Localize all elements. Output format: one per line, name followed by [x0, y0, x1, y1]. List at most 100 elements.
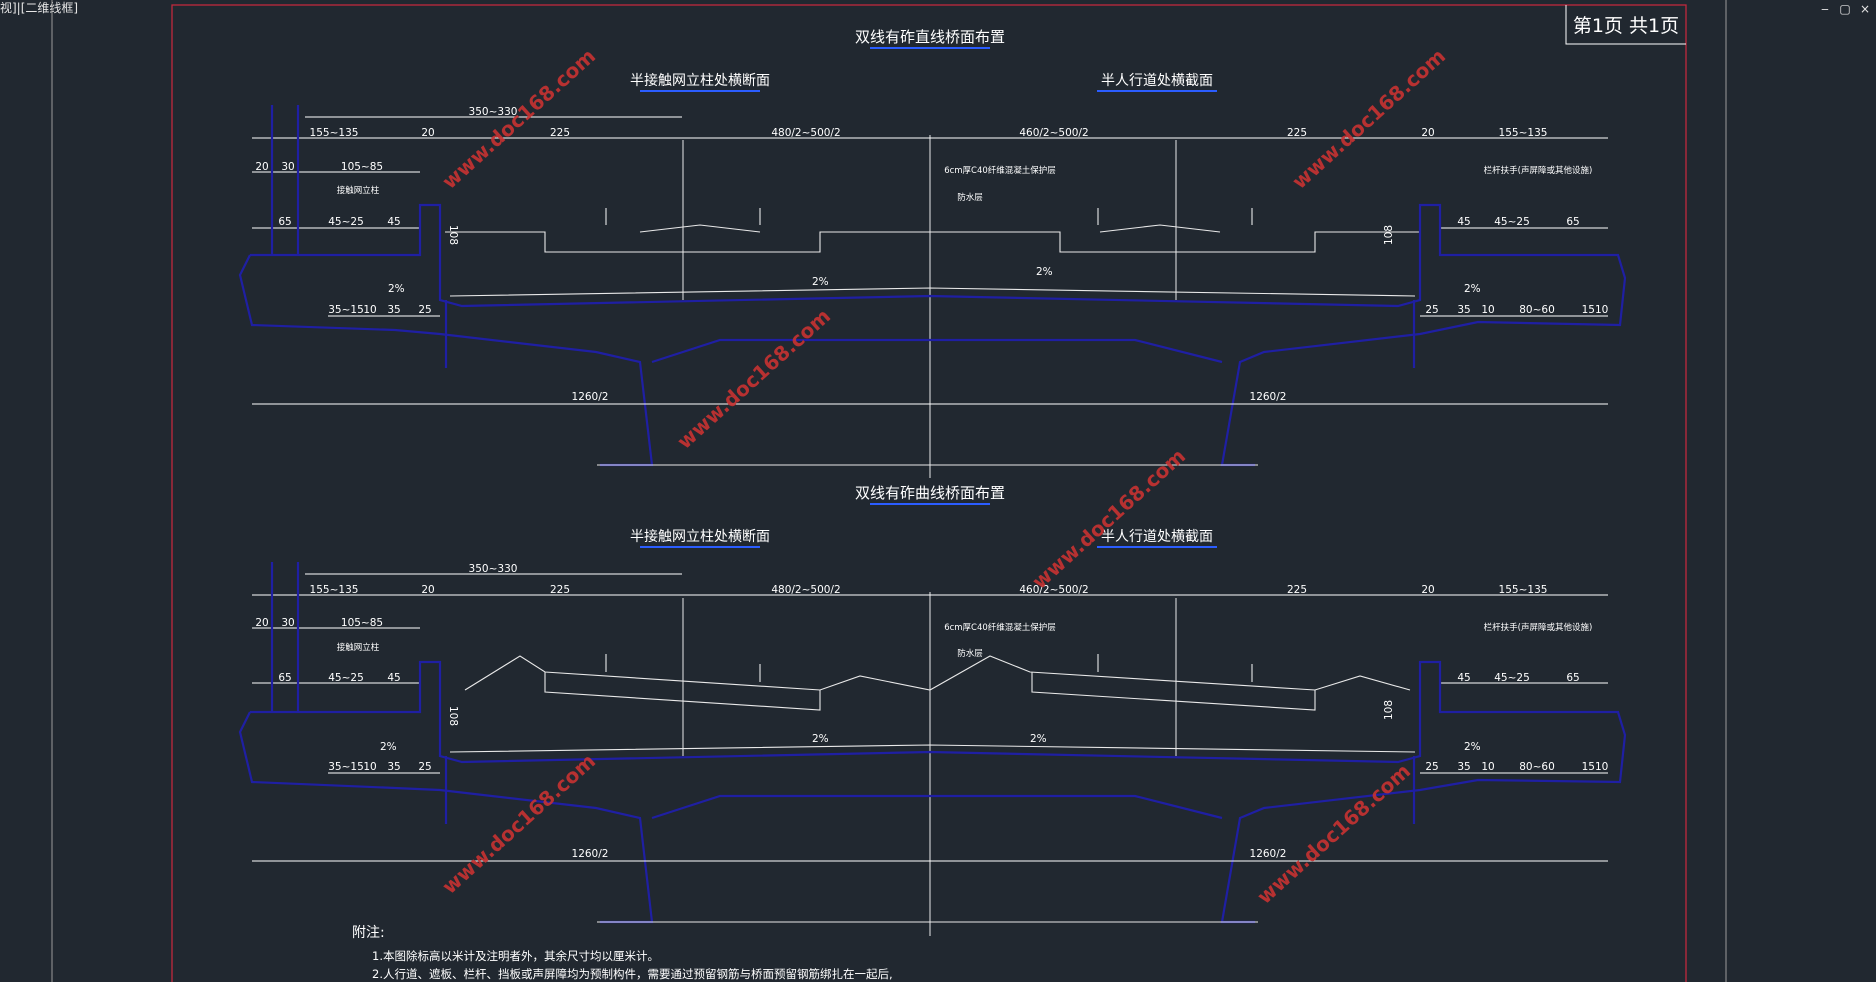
dim-45-25: 45~25 [1494, 672, 1530, 684]
dim-105-85: 105~85 [341, 617, 383, 629]
dim-45-25: 45~25 [1494, 216, 1530, 228]
dim-35: 35 [1457, 761, 1470, 773]
slope-2pct: 2% [1036, 266, 1053, 278]
dim-350-330: 350~330 [469, 563, 518, 575]
c40-layer-label: 6cm厚C40纤维混凝土保护层 [944, 165, 1056, 176]
slope-2pct: 2% [1030, 733, 1047, 745]
dim-65: 65 [1566, 216, 1579, 228]
dim-35-15: 35~15 [328, 304, 364, 316]
dim-1260: 1260/2 [572, 391, 609, 403]
watermark: www.doc168.com [437, 749, 600, 899]
page-indicator: 第1页 共1页 [1573, 15, 1679, 37]
dim-25: 25 [418, 304, 431, 316]
dim-20: 20 [421, 127, 434, 139]
sheet-border [171, 4, 1687, 982]
dim-25: 25 [1425, 304, 1438, 316]
deck-outline-right [250, 660, 1627, 924]
dim-65: 65 [278, 672, 291, 684]
sleeper-right [1031, 672, 1316, 711]
dim-35: 35 [387, 761, 400, 773]
minimize-icon[interactable]: ‒ [1821, 2, 1829, 16]
dim-25: 25 [418, 761, 431, 773]
dim-10: 10 [1481, 761, 1494, 773]
dim-10: 10 [1481, 304, 1494, 316]
watermark: www.doc168.com [1027, 444, 1190, 594]
dim-108: 108 [447, 706, 459, 726]
dim-225: 225 [550, 584, 570, 596]
watermark: www.doc168.com [1287, 44, 1450, 194]
dim-35: 35 [1457, 304, 1470, 316]
dim-350-330: 350~330 [469, 106, 518, 118]
slope-2pct: 2% [812, 276, 829, 288]
dim-1260: 1260/2 [1250, 391, 1287, 403]
dim-225: 225 [1287, 584, 1307, 596]
box-girder-top [651, 794, 1223, 820]
page-indicator-box [1565, 5, 1686, 45]
watermark: www.doc168.com [672, 304, 835, 454]
dim-480-500: 480/2~500/2 [771, 127, 840, 139]
notes-line-2: 2.人行道、遮板、栏杆、挡板或声屏障均为预制构件，需要通过预留钢筋与桥面预留钢筋… [372, 967, 893, 981]
deck-outline-left [238, 254, 654, 467]
dim-108: 108 [1383, 700, 1395, 720]
slope-2pct: 2% [1464, 741, 1481, 753]
ballast-top [464, 655, 1411, 691]
waterproof-label: 防水层 [957, 648, 983, 659]
dim-80-60: 80~60 [1519, 304, 1555, 316]
viewport-label[interactable]: 视]|[二维线框] [0, 0, 83, 16]
notes-line-1: 1.本图除标高以米计及注明者外，其余尺寸均以厘米计。 [372, 949, 659, 963]
dim-10: 10 [363, 761, 376, 773]
deck-waterproof-line [449, 287, 1416, 297]
dim-15-10: 1510 [1582, 304, 1609, 316]
dim-105-85: 105~85 [341, 161, 383, 173]
dim-45: 45 [387, 672, 400, 684]
dim-460-500: 460/2~500/2 [1019, 127, 1088, 139]
watermark: www.doc168.com [1252, 759, 1415, 909]
section-title: 双线有砟曲线桥面布置 [855, 484, 1005, 502]
dim-30: 30 [281, 617, 294, 629]
dim-45: 45 [387, 216, 400, 228]
dim-108: 108 [1383, 225, 1395, 245]
dim-225: 225 [550, 127, 570, 139]
dim-80-60: 80~60 [1519, 761, 1555, 773]
dim-25: 25 [1425, 761, 1438, 773]
dim-20: 20 [1421, 584, 1434, 596]
left-subtitle: 半接触网立柱处横断面 [630, 528, 770, 545]
dim-65: 65 [1566, 672, 1579, 684]
dim-225: 225 [1287, 127, 1307, 139]
dim-20: 20 [255, 161, 268, 173]
slope-2pct: 2% [1464, 283, 1481, 295]
railing-label: 栏杆扶手(声屏障或其他设施) [1484, 622, 1593, 633]
restore-icon[interactable]: ▢ [1839, 2, 1851, 16]
dim-45: 45 [1457, 672, 1470, 684]
dim-65: 65 [278, 216, 291, 228]
dim-20: 20 [255, 617, 268, 629]
watermark: www.doc168.com [437, 44, 600, 194]
window-controls: ‒ ▢ × [1818, 2, 1872, 16]
dim-45-25: 45~25 [328, 216, 364, 228]
close-icon[interactable]: × [1859, 2, 1871, 16]
slope-2pct: 2% [388, 283, 405, 295]
deck-waterproof-line [449, 744, 1416, 753]
mast-label: 接触网立柱 [337, 642, 380, 653]
dim-155-135: 155~135 [1499, 584, 1548, 596]
dim-35: 35 [387, 304, 400, 316]
right-subtitle: 半人行道处横截面 [1101, 529, 1213, 545]
dim-460-500: 460/2~500/2 [1019, 584, 1088, 596]
dim-20: 20 [1421, 127, 1434, 139]
dim-30: 30 [281, 161, 294, 173]
dim-155-135: 155~135 [310, 127, 359, 139]
ballast-top [445, 231, 1420, 253]
notes-heading: 附注: [352, 925, 385, 941]
dim-45-25: 45~25 [328, 672, 364, 684]
dim-10: 10 [363, 304, 376, 316]
sleeper-left [544, 672, 821, 711]
deck-outline-right [250, 203, 1627, 467]
slope-2pct: 2% [812, 733, 829, 745]
dim-155-135: 155~135 [310, 584, 359, 596]
section-straight: 双线有砟直线桥面布置 半接触网立柱处横断面 半人行道处横截面 350~330 1… [238, 28, 1627, 478]
dim-1260: 1260/2 [1250, 848, 1287, 860]
deck-outline-left [238, 711, 654, 924]
left-subtitle: 半接触网立柱处横断面 [630, 72, 770, 89]
